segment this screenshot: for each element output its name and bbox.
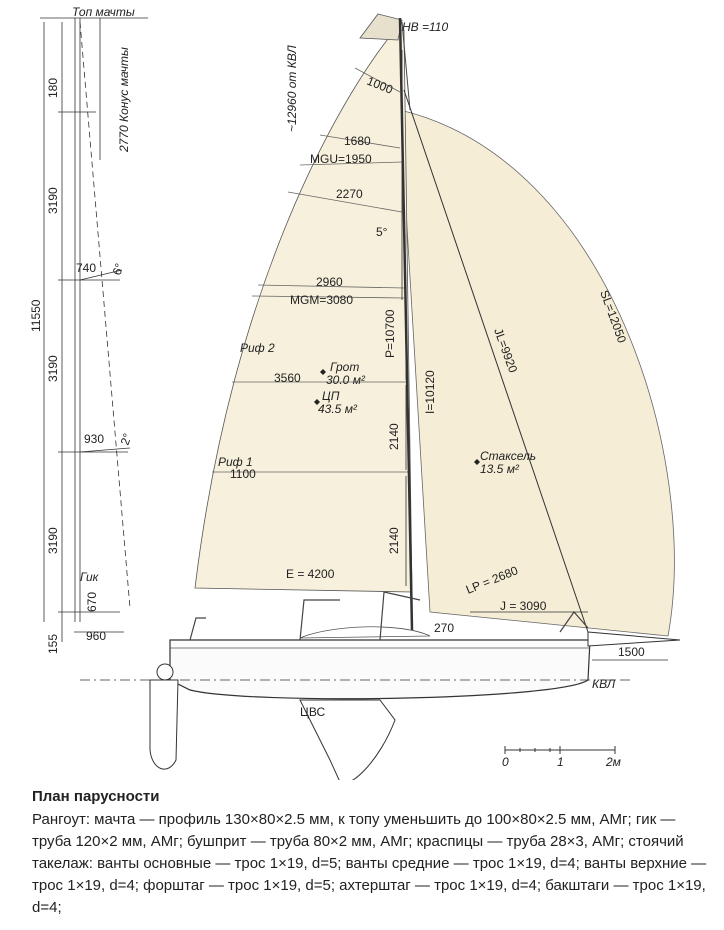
keel — [299, 699, 396, 780]
batten-2960: 2960 — [316, 275, 343, 289]
caption-title: План парусности — [32, 788, 160, 805]
rudder — [149, 679, 179, 770]
boom-length: 960 — [86, 629, 106, 643]
hb-label: HB =110 — [402, 20, 448, 34]
dim-e: E = 4200 — [286, 567, 335, 581]
dim-2140-upper: 2140 — [387, 423, 401, 450]
mainsail-battens — [212, 67, 408, 473]
caption-body: Рангоут: мачта — профиль 130×80×2.5 мм, … — [32, 811, 707, 916]
mast-seg-670: 670 — [85, 592, 99, 612]
spreader-angle-2: 2° — [118, 431, 135, 447]
batten-mgm: MGM=3080 — [290, 293, 353, 307]
reef-1-label: Риф 1 — [218, 455, 253, 469]
scale-tick-2: 2м — [605, 755, 621, 769]
mast-side-elevation — [40, 17, 148, 642]
cvs-label: ЦВС — [300, 705, 325, 719]
mainsail-name: Грот — [330, 360, 359, 374]
scale-tick-1: 1 — [557, 755, 564, 769]
boom-label: Гик — [80, 570, 100, 584]
forestay — [403, 89, 589, 633]
batten-1680: 1680 — [344, 134, 371, 148]
dim-270: 270 — [434, 621, 454, 635]
mast-seg-3190-c: 3190 — [46, 527, 60, 554]
mast-seg-3190-b: 3190 — [46, 355, 60, 382]
cp-area: 43.5 м² — [318, 402, 358, 416]
mast-total-height: 11550 — [29, 299, 43, 332]
mainsail-head — [359, 13, 403, 41]
luff-from-wl-label: ~12960 от КВЛ — [285, 44, 299, 132]
hull — [169, 639, 591, 700]
scale-tick-0: 0 — [502, 755, 509, 769]
caption: План парусности Рангоут: мачта — профиль… — [32, 788, 712, 919]
reef-2-label: Риф 2 — [240, 341, 275, 355]
angle-5: 5° — [376, 225, 388, 239]
batten-3560: 3560 — [274, 371, 301, 385]
mast-top-label: Топ мачты — [72, 5, 135, 19]
scale-bar — [504, 746, 616, 754]
cp-name: ЦП — [322, 389, 340, 403]
bowsprit — [587, 631, 681, 647]
foresail-name: Стаксель — [480, 449, 536, 463]
dim-2140-lower: 2140 — [387, 527, 401, 554]
dim-i: I=10120 — [423, 370, 437, 414]
mast-seg-180: 180 — [46, 78, 60, 98]
dim-j: J = 3090 — [500, 599, 547, 613]
dim-p: P=10700 — [383, 309, 397, 358]
backstay-line — [401, 21, 411, 111]
waterline-label: КВЛ — [592, 677, 616, 691]
sail-plan-drawing: Топ мачты 2770 Конус мачты 11550 180 319… — [29, 5, 681, 780]
batten-2270: 2270 — [336, 187, 363, 201]
batten-1100: 1100 — [230, 467, 256, 481]
spreader-740: 740 — [76, 261, 96, 275]
mainsail-dim-lines — [401, 50, 407, 586]
mast-seg-3190-a: 3190 — [46, 187, 60, 214]
batten-mgu: MGU=1950 — [310, 152, 372, 166]
stern-fitting — [156, 663, 174, 681]
dim-1500: 1500 — [618, 645, 645, 659]
foresail — [399, 109, 675, 637]
mainsail-area: 30.0 м² — [326, 373, 366, 387]
mast-taper-label: 2770 Конус мачты — [117, 47, 131, 153]
mast-seg-155: 155 — [46, 634, 60, 654]
mainsail — [194, 29, 413, 593]
cabin — [299, 626, 431, 639]
spreader-angle-6: 6° — [110, 261, 127, 277]
spreader-930: 930 — [84, 432, 104, 446]
foresail-area: 13.5 м² — [480, 462, 520, 476]
